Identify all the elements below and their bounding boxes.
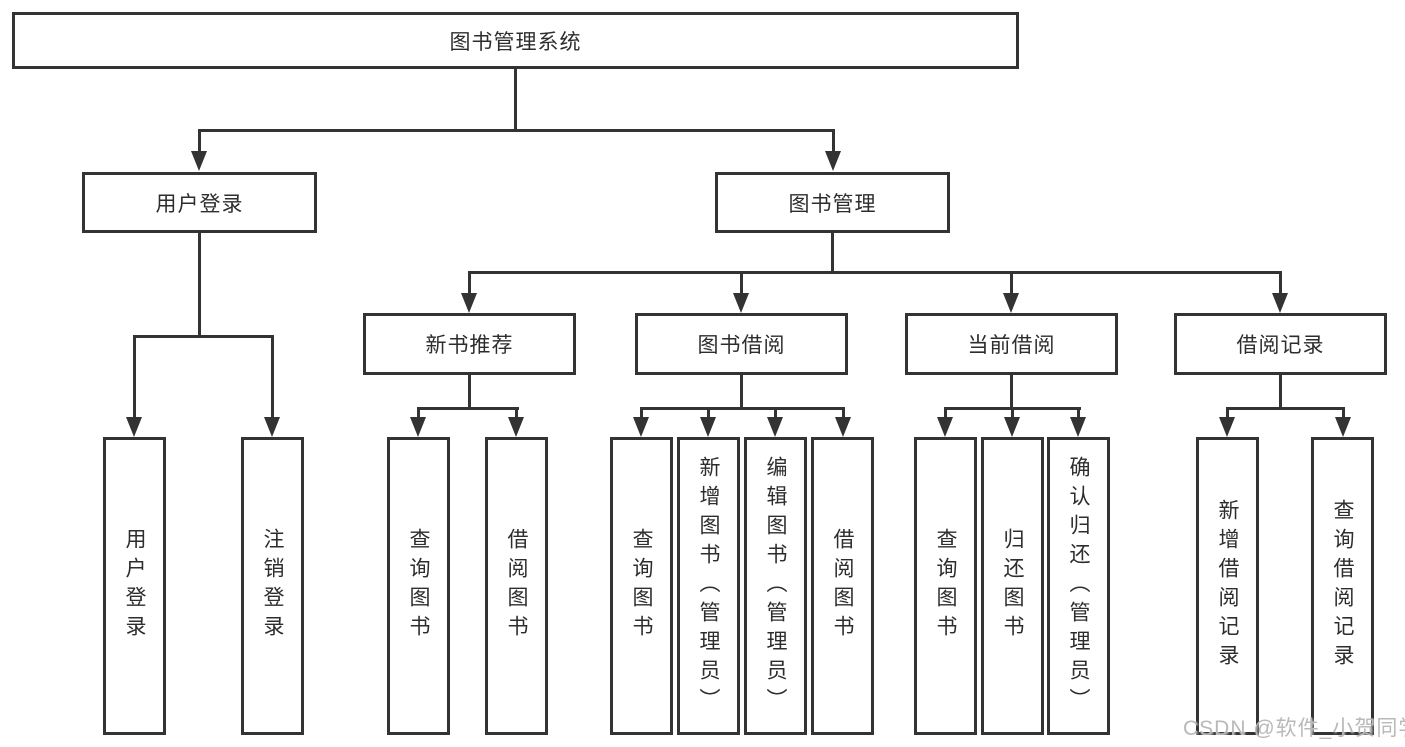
connector-line xyxy=(774,407,777,421)
connector-line xyxy=(1010,271,1013,295)
connector-line xyxy=(1010,373,1013,410)
arrow-down-icon xyxy=(633,417,649,437)
node-borrowing-records-label: 借阅记录 xyxy=(1236,334,1325,357)
arrow-down-icon xyxy=(410,417,426,437)
leaf-add-books-admin: 新增图书（管理员） xyxy=(677,437,740,735)
connector-line xyxy=(1011,407,1014,421)
arrow-down-icon xyxy=(461,293,477,313)
leaf-logout: 注销登录 xyxy=(241,437,304,735)
connector-line xyxy=(1279,271,1282,295)
connector-line xyxy=(1077,407,1080,421)
arrow-down-icon xyxy=(825,151,841,171)
connector-line xyxy=(133,335,274,338)
leaf-confirm-return-admin-label: 确认归还（管理员） xyxy=(1067,455,1090,717)
arrow-down-icon xyxy=(1004,417,1020,437)
leaf-query-books-borrowing-label: 查询图书 xyxy=(630,528,653,644)
connector-line xyxy=(640,407,844,410)
connector-line xyxy=(640,407,643,421)
connector-line xyxy=(944,407,947,421)
leaf-query-books-current: 查询图书 xyxy=(914,437,977,735)
connector-line xyxy=(417,407,519,410)
connector-line xyxy=(468,373,471,410)
leaf-borrow-books-borrowing: 借阅图书 xyxy=(811,437,874,735)
node-root-label: 图书管理系统 xyxy=(449,30,582,54)
connector-line xyxy=(198,129,201,155)
connector-line xyxy=(832,129,835,155)
arrow-down-icon xyxy=(1003,293,1019,313)
node-book-borrowing: 图书借阅 xyxy=(635,313,848,375)
leaf-query-books-recommend-label: 查询图书 xyxy=(407,528,430,644)
leaf-confirm-return-admin: 确认归还（管理员） xyxy=(1047,437,1110,735)
connector-line xyxy=(1226,407,1229,421)
leaf-query-books-recommend: 查询图书 xyxy=(387,437,450,735)
leaf-query-borrow-record: 查询借阅记录 xyxy=(1311,437,1374,735)
leaf-query-books-current-label: 查询图书 xyxy=(934,528,957,644)
node-new-book-recommendation-label: 新书推荐 xyxy=(425,334,514,357)
arrow-down-icon xyxy=(264,417,280,437)
node-new-book-recommendation: 新书推荐 xyxy=(363,313,576,375)
arrow-down-icon xyxy=(1070,417,1086,437)
connector-line xyxy=(1279,373,1282,410)
watermark: CSDN @软件_小贺同学 xyxy=(1183,717,1405,740)
connector-line xyxy=(740,271,743,295)
leaf-query-borrow-record-label: 查询借阅记录 xyxy=(1331,499,1354,673)
connector-line xyxy=(740,373,743,410)
arrow-down-icon xyxy=(191,151,207,171)
connector-line xyxy=(707,407,710,421)
connector-line xyxy=(831,232,834,273)
arrow-down-icon xyxy=(937,417,953,437)
leaf-add-borrow-record: 新增借阅记录 xyxy=(1196,437,1259,735)
leaf-return-books: 归还图书 xyxy=(981,437,1044,735)
connector-line xyxy=(198,232,201,337)
leaf-add-books-admin-label: 新增图书（管理员） xyxy=(697,455,720,717)
leaf-add-borrow-record-label: 新增借阅记录 xyxy=(1216,499,1239,673)
connector-line xyxy=(842,407,845,421)
leaf-edit-books-admin-label: 编辑图书（管理员） xyxy=(764,455,787,717)
arrow-down-icon xyxy=(126,417,142,437)
node-current-borrowing-label: 当前借阅 xyxy=(967,334,1056,357)
leaf-logout-label: 注销登录 xyxy=(261,528,284,644)
arrow-down-icon xyxy=(1219,417,1235,437)
connector-line xyxy=(515,407,518,421)
arrow-down-icon xyxy=(733,293,749,313)
connector-line xyxy=(1342,407,1345,421)
node-user-login: 用户登录 xyxy=(82,172,317,233)
connector-line xyxy=(271,335,274,419)
arrow-down-icon xyxy=(1335,417,1351,437)
leaf-borrow-books-borrowing-label: 借阅图书 xyxy=(831,528,854,644)
node-root: 图书管理系统 xyxy=(12,12,1019,69)
arrow-down-icon xyxy=(767,417,783,437)
node-current-borrowing: 当前借阅 xyxy=(905,313,1118,375)
connector-line xyxy=(469,271,1282,274)
leaf-user-login-label: 用户登录 xyxy=(123,528,146,644)
node-borrowing-records: 借阅记录 xyxy=(1174,313,1387,375)
leaf-edit-books-admin: 编辑图书（管理员） xyxy=(744,437,807,735)
connector-line xyxy=(133,335,136,419)
node-book-management-label: 图书管理 xyxy=(788,192,877,216)
connector-line xyxy=(468,271,471,295)
arrow-down-icon xyxy=(835,417,851,437)
node-user-login-label: 用户登录 xyxy=(155,192,244,216)
leaf-user-login: 用户登录 xyxy=(103,437,166,735)
connector-line xyxy=(198,129,835,132)
node-book-borrowing-label: 图书借阅 xyxy=(697,334,786,357)
connector-line xyxy=(514,68,517,131)
leaf-return-books-label: 归还图书 xyxy=(1001,528,1024,644)
connector-line xyxy=(417,407,420,421)
node-book-management: 图书管理 xyxy=(715,172,950,233)
connector-line xyxy=(1226,407,1345,410)
arrow-down-icon xyxy=(1272,293,1288,313)
leaf-borrow-books-recommend-label: 借阅图书 xyxy=(505,528,528,644)
arrow-down-icon xyxy=(508,417,524,437)
arrow-down-icon xyxy=(700,417,716,437)
leaf-query-books-borrowing: 查询图书 xyxy=(610,437,673,735)
leaf-borrow-books-recommend: 借阅图书 xyxy=(485,437,548,735)
